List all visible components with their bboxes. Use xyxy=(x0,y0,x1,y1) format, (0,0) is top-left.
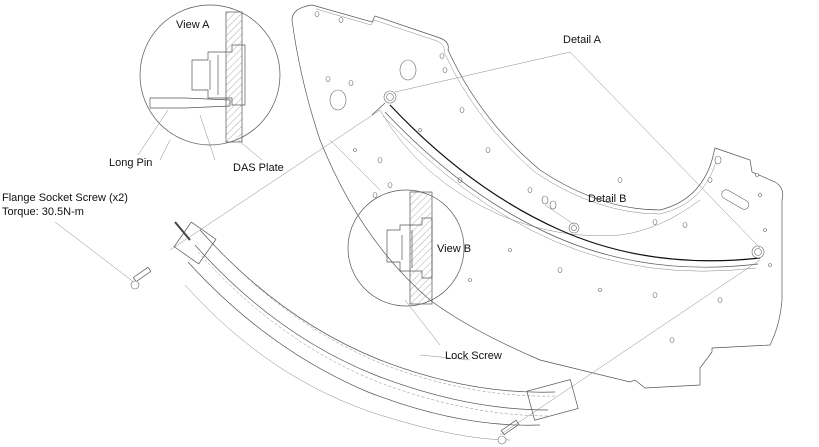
plate-holes xyxy=(314,11,772,343)
view-a-label: View A xyxy=(176,19,210,31)
flange-screw-label: Flange Socket Screw (x2) xyxy=(2,192,128,204)
das-plate-label: DAS Plate xyxy=(233,162,284,174)
stud-right xyxy=(751,245,765,259)
guide-rail xyxy=(382,104,761,272)
detail-b-label: Detail B xyxy=(588,193,627,205)
long-pin-label: Long Pin xyxy=(109,157,153,169)
rack-assembly xyxy=(173,221,579,441)
stud-detail-a xyxy=(371,90,397,116)
stud-detail-b xyxy=(568,222,580,234)
flange-screw-bottom xyxy=(497,419,520,445)
leader-lines xyxy=(54,51,761,436)
view-a-detail xyxy=(137,4,281,161)
view-b-detail xyxy=(347,189,465,307)
flange-screw-left xyxy=(130,266,152,290)
das-plate xyxy=(291,4,784,389)
view-b-label: View B xyxy=(437,243,472,255)
detail-a-label: Detail A xyxy=(563,34,601,46)
lock-screw-label: Lock Screw xyxy=(445,350,502,362)
torque-label: Torque: 30.5N-m xyxy=(2,206,84,218)
